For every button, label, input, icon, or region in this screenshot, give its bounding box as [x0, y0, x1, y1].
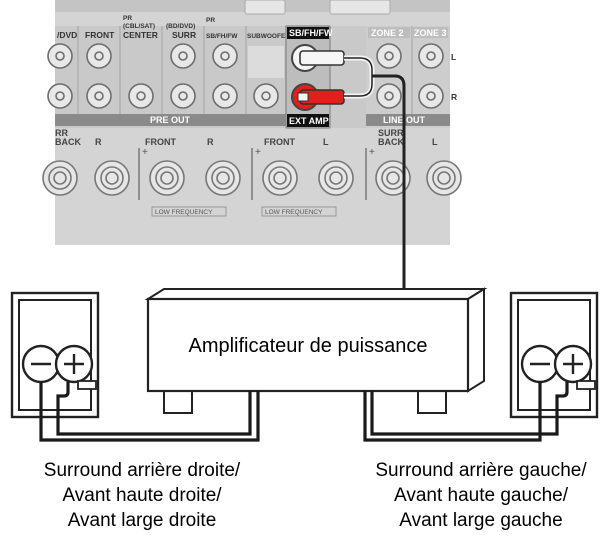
speaker-label-rr: RR [55, 128, 68, 138]
ext-amp-label: EXT AMP [289, 116, 329, 126]
caption-right-line-2: Avant haute gauche/ [394, 485, 569, 506]
pr-label-2: PR [206, 17, 215, 24]
input-label-sbfhfw: SB/FH/FW [206, 33, 238, 40]
speaker-labels: RR BACK R FRONT R FRONT L SURR BACK L [55, 128, 438, 147]
l-channel-label: L [451, 52, 456, 62]
speaker-label-front-2: FRONT [264, 137, 295, 147]
speaker-label-l-1: L [323, 137, 329, 147]
input-label-front: FRONT [85, 30, 115, 40]
zone2-label: ZONE 2 [371, 28, 404, 38]
speaker-right-surround [10, 291, 100, 419]
caption-right-line-3: Avant large gauche [399, 510, 562, 531]
caption-right-line-1: Surround arrière gauche/ [375, 460, 587, 481]
speaker-label-r-2: R [207, 137, 214, 147]
cbl-sat-label: (CBL/SAT) [123, 23, 155, 30]
zone3-label: ZONE 3 [414, 28, 447, 38]
receiver-rear-panel: /DVD FRONT CENTER SURR SB/FH/FW SUBWOOFE… [42, 0, 462, 245]
caption-left: Surround arrière droite/ Avant haute dro… [44, 460, 241, 531]
power-amplifier: Amplificateur de puissance [144, 287, 488, 414]
input-label-subwoofer: SUBWOOFER [247, 33, 290, 40]
speaker-terminals [42, 160, 462, 196]
speaker-label-l-2: L [432, 137, 438, 147]
svg-text:+: + [369, 147, 375, 158]
low-frequency-label-1: LOW FREQUENCY [155, 209, 213, 216]
caption-left-line-3: Avant large droite [68, 510, 217, 531]
pr-label: PR [123, 15, 132, 22]
svg-text:+: + [142, 147, 148, 158]
pre-out-label: PRE OUT [150, 115, 191, 125]
pre-out-jacks [47, 43, 444, 109]
caption-right: Surround arrière gauche/ Avant haute gau… [375, 460, 587, 531]
speaker-label-front-1: FRONT [145, 137, 176, 147]
caption-left-line-1: Surround arrière droite/ [44, 460, 241, 481]
r-channel-label: R [451, 92, 457, 102]
amplifier-label: Amplificateur de puissance [188, 335, 427, 357]
sb-fh-fw-label: SB/FH/FW [289, 28, 333, 38]
speaker-label-back-left: BACK [55, 137, 81, 147]
caption-left-line-2: Avant haute droite/ [62, 485, 222, 506]
ext-amp-block: SB/FH/FW EXT AMP [285, 25, 333, 129]
speaker-label-r-1: R [95, 137, 102, 147]
speaker-label-surr: SURR [378, 128, 404, 138]
svg-text:+: + [255, 147, 261, 158]
input-label-surr: SURR [172, 30, 196, 40]
speaker-left-surround [509, 291, 599, 419]
rca-cable [297, 50, 406, 290]
bd-dvd-label: (BD/DVD) [166, 23, 195, 30]
input-label-center: CENTER [123, 30, 158, 40]
low-frequency-label-2: LOW FREQUENCY [265, 209, 323, 216]
speaker-wires [39, 382, 569, 442]
speaker-label-back-right: BACK [378, 137, 404, 147]
input-label-dvd: /DVD [57, 30, 77, 40]
